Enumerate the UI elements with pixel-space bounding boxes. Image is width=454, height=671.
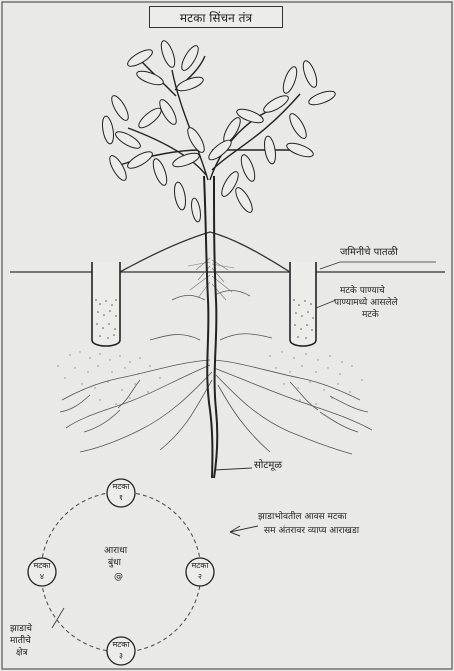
main-root-leader bbox=[214, 468, 252, 470]
moisture-zone-left bbox=[57, 351, 160, 404]
pot-water-leader bbox=[316, 300, 336, 308]
pot-3-name: मटका bbox=[106, 640, 136, 649]
right-buried-pot bbox=[290, 262, 316, 346]
root-zone-label-1: झाडाचे bbox=[10, 624, 32, 634]
trunk-circle-label-1: आराधा bbox=[104, 546, 127, 556]
fibrous-roots bbox=[188, 258, 234, 300]
moisture-zone-right bbox=[269, 351, 362, 404]
pot-1-number: १ bbox=[106, 493, 136, 502]
pot-3-number: ३ bbox=[106, 651, 136, 660]
pot-2-name: मटका bbox=[185, 561, 215, 570]
pots-arrangement-line-1: झाडाभोवतील आवस मटका bbox=[258, 512, 347, 522]
main-root-label: सोटमूळ bbox=[254, 460, 282, 472]
ground-level-leader bbox=[320, 262, 436, 269]
pot-water-label-line-2: पाण्यामध्ये आसलेले bbox=[334, 298, 398, 308]
ground-level-label: जमिनीचे पातळी bbox=[340, 247, 398, 259]
pot-water-label-line-3: मटके bbox=[362, 310, 379, 320]
pot-4-name: मटका bbox=[27, 561, 57, 570]
pot-water-label-line-1: मटके पाण्याचे bbox=[340, 286, 385, 296]
root-zone-label-2: मातीचे bbox=[10, 636, 31, 646]
left-buried-pot bbox=[92, 262, 120, 346]
trunk-circle-label-2: बुंधा bbox=[108, 558, 121, 568]
center-mark: @ bbox=[114, 572, 123, 582]
root-zone-label-3: क्षेत्र bbox=[16, 648, 27, 658]
taproot bbox=[204, 176, 213, 478]
pot-2-number: २ bbox=[185, 572, 215, 581]
diagram-title: मटका सिंचन तंत्र bbox=[149, 6, 283, 28]
pot-4-number: ४ bbox=[27, 572, 57, 581]
pot-1-name: मटका bbox=[106, 482, 136, 491]
pots-arrangement-line-2: सम अंतरावर व्याप्य आराखडा bbox=[264, 526, 359, 536]
root-zone-leader bbox=[52, 608, 64, 628]
taproot-edge bbox=[214, 176, 217, 478]
